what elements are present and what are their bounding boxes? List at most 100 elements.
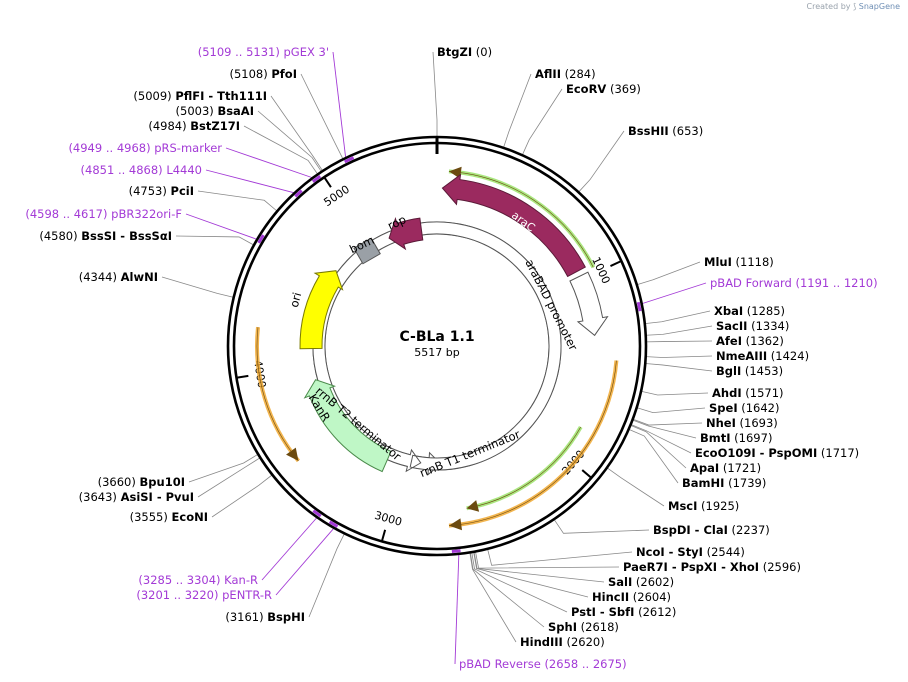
plasmid-size: 5517 bp bbox=[414, 346, 459, 359]
site-position: (1285) bbox=[743, 304, 785, 318]
leader-lines bbox=[161, 51, 713, 665]
site-position: (2604) bbox=[629, 590, 671, 604]
site-ahdi: AhdI (1571) bbox=[712, 386, 784, 400]
primer-kan-r-leader bbox=[261, 516, 318, 581]
primer-mark-pentr-r bbox=[328, 520, 339, 528]
enzyme-name: NcoI bbox=[636, 545, 665, 559]
site-psti: PstI - SbfI (2612) bbox=[571, 605, 676, 619]
site-mlui-leader bbox=[636, 261, 701, 286]
primer-prs-marker: (4949 .. 4968) pRS-marker bbox=[68, 141, 222, 155]
enzyme-name: - BssSαI bbox=[116, 229, 172, 243]
feature-rop bbox=[388, 216, 424, 251]
site-position: (1424) bbox=[767, 349, 809, 363]
enzyme-name: SpeI bbox=[709, 401, 738, 415]
enzyme-name: - PspXI bbox=[668, 560, 717, 574]
orf-orange-1-edge bbox=[448, 360, 617, 526]
enzyme-name: BamHI bbox=[682, 476, 724, 490]
enzyme-name: AflII bbox=[535, 67, 561, 81]
site-bamhi-leader bbox=[628, 428, 679, 484]
feature-arabad-promoter bbox=[569, 271, 609, 337]
site-bstz17i-leader bbox=[243, 125, 319, 175]
tick-mark bbox=[581, 469, 592, 479]
primer-l4440-leader bbox=[205, 169, 295, 194]
site-asisi-leader bbox=[197, 457, 261, 498]
site-bsaai: (5003) BsaAI bbox=[176, 104, 254, 118]
site-bmti: BmtI (1697) bbox=[700, 431, 772, 445]
primer-mark-pbr322ori-f bbox=[257, 234, 265, 244]
orf-orange-2-arrowhead bbox=[286, 447, 299, 461]
site-alwni: (4344) AlwNI bbox=[79, 270, 158, 284]
enzyme-name: - PspOMI bbox=[756, 446, 818, 460]
site-ecoo109i-leader bbox=[630, 424, 692, 454]
tick-label: 5000 bbox=[322, 183, 353, 209]
site-position: (284) bbox=[561, 67, 596, 81]
site-pcii-leader bbox=[197, 190, 278, 212]
enzyme-name: BsaAI bbox=[217, 104, 254, 118]
tick-label: 1000 bbox=[589, 255, 613, 286]
site-position: (1642) bbox=[738, 401, 780, 415]
primer-kan-r: (3285 .. 3304) Kan-R bbox=[138, 573, 258, 587]
site-position: (1693) bbox=[736, 416, 778, 430]
site-afei: AfeI (1362) bbox=[716, 334, 784, 348]
primer-mark-l4440 bbox=[294, 189, 303, 198]
enzyme-name: - PvuI bbox=[153, 490, 194, 504]
enzyme-name: SacII bbox=[716, 319, 747, 333]
site-position: (2620) bbox=[563, 635, 605, 649]
site-apai-leader bbox=[630, 424, 687, 469]
site-position: (5003) bbox=[176, 104, 218, 118]
site-paer7i: PaeR7I - PspXI - XhoI (2596) bbox=[623, 560, 801, 574]
enzyme-name: BstZ17I bbox=[190, 119, 240, 133]
site-position: (3555) bbox=[130, 510, 172, 524]
site-position: (3161) bbox=[225, 610, 267, 624]
enzyme-name: MluI bbox=[704, 255, 732, 269]
orf-orange-1-arrowhead bbox=[448, 518, 463, 531]
site-position: (4753) bbox=[129, 184, 171, 198]
enzyme-name: - ClaI bbox=[691, 523, 728, 537]
site-position: (4580) bbox=[39, 229, 81, 243]
enzyme-name: PfoI bbox=[271, 67, 297, 81]
site-labels: BtgZI (0)AflII (284)EcoRV (369)BssHII (6… bbox=[25, 45, 877, 671]
site-position: (1721) bbox=[719, 461, 761, 475]
site-bstz17i: (4984) BstZ17I bbox=[148, 119, 240, 133]
site-hincii-leader bbox=[473, 551, 589, 598]
enzyme-name: - Tth111I bbox=[204, 89, 267, 103]
primer-pbad-forward-leader bbox=[641, 282, 707, 305]
site-econi: (3555) EcoNI bbox=[130, 510, 208, 524]
enzyme-name: SphI bbox=[548, 620, 577, 634]
site-ahdi-leader bbox=[640, 390, 709, 396]
site-position: (2544) bbox=[703, 545, 745, 559]
site-aflii-leader bbox=[503, 73, 532, 148]
label-rrnb-t1: rrnB T1 terminator bbox=[418, 427, 523, 480]
enzyme-name: EcoNI bbox=[172, 510, 208, 524]
site-position: (1334) bbox=[747, 319, 789, 333]
site-position: (1571) bbox=[742, 386, 784, 400]
primer-pentr-r-leader bbox=[275, 527, 335, 596]
feature-ori bbox=[299, 270, 344, 350]
site-spei: SpeI (1642) bbox=[709, 401, 780, 415]
site-sphi: SphI (2618) bbox=[548, 620, 619, 634]
site-psti-leader bbox=[471, 552, 568, 613]
enzyme-name: BspHI bbox=[267, 610, 305, 624]
primer-pbr322ori-f-leader bbox=[185, 213, 258, 240]
tick-mark bbox=[610, 260, 622, 267]
orf-orange-2-edge bbox=[256, 327, 299, 462]
enzyme-name: NmeAIII bbox=[716, 349, 767, 363]
enzyme-name: - StyI bbox=[665, 545, 703, 559]
plasmid-name: C-BLa 1.1 bbox=[399, 329, 474, 345]
site-sphi-leader bbox=[469, 552, 545, 628]
site-position: (1717) bbox=[817, 446, 859, 460]
site-pfoi-leader bbox=[300, 73, 344, 160]
primer-pentr-r: (3201 .. 3220) pENTR-R bbox=[136, 588, 272, 602]
site-position: (2237) bbox=[728, 523, 770, 537]
site-bpu10i-leader bbox=[188, 453, 259, 483]
enzyme-name: BtgZI bbox=[437, 45, 472, 59]
site-position: (3643) bbox=[79, 490, 121, 504]
primer-marks bbox=[257, 156, 642, 553]
primer-l4440: (4851 .. 4868) L4440 bbox=[81, 163, 202, 177]
enzyme-name: ApaI bbox=[690, 461, 719, 475]
primer-mark-pbad-forward bbox=[636, 301, 642, 312]
site-position: (369) bbox=[606, 82, 641, 96]
primer-mark-kan-r bbox=[312, 509, 322, 518]
site-hindiii: HindIII (2620) bbox=[520, 635, 605, 649]
